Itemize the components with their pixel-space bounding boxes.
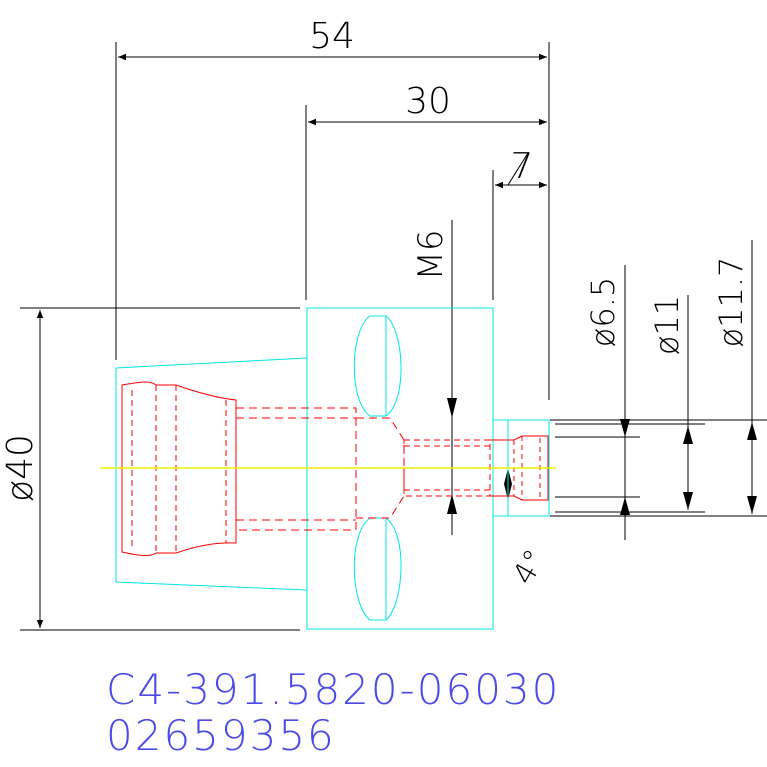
lower-blade — [353, 517, 402, 621]
dim-text-angle: 4° — [506, 544, 553, 591]
dim-text-6-5: ø6.5 — [584, 277, 622, 347]
upper-blade — [353, 315, 402, 417]
hidden-lines — [121, 381, 549, 556]
dim-text-11-7: ø11.7 — [712, 257, 750, 348]
dim-text-7: 7 — [511, 146, 534, 187]
part-code: C4-391.5820-06030 — [106, 665, 560, 714]
dim-text-m6: M6 — [411, 230, 451, 281]
dim-text-11: ø11 — [648, 295, 686, 355]
dim-text-30: 30 — [405, 81, 451, 122]
dimension-lines — [20, 42, 767, 631]
dim-text-40: ø40 — [0, 434, 41, 502]
tapered-shank — [115, 357, 308, 591]
dim-text-54: 54 — [309, 16, 355, 57]
part-number: 02659356 — [106, 711, 336, 760]
